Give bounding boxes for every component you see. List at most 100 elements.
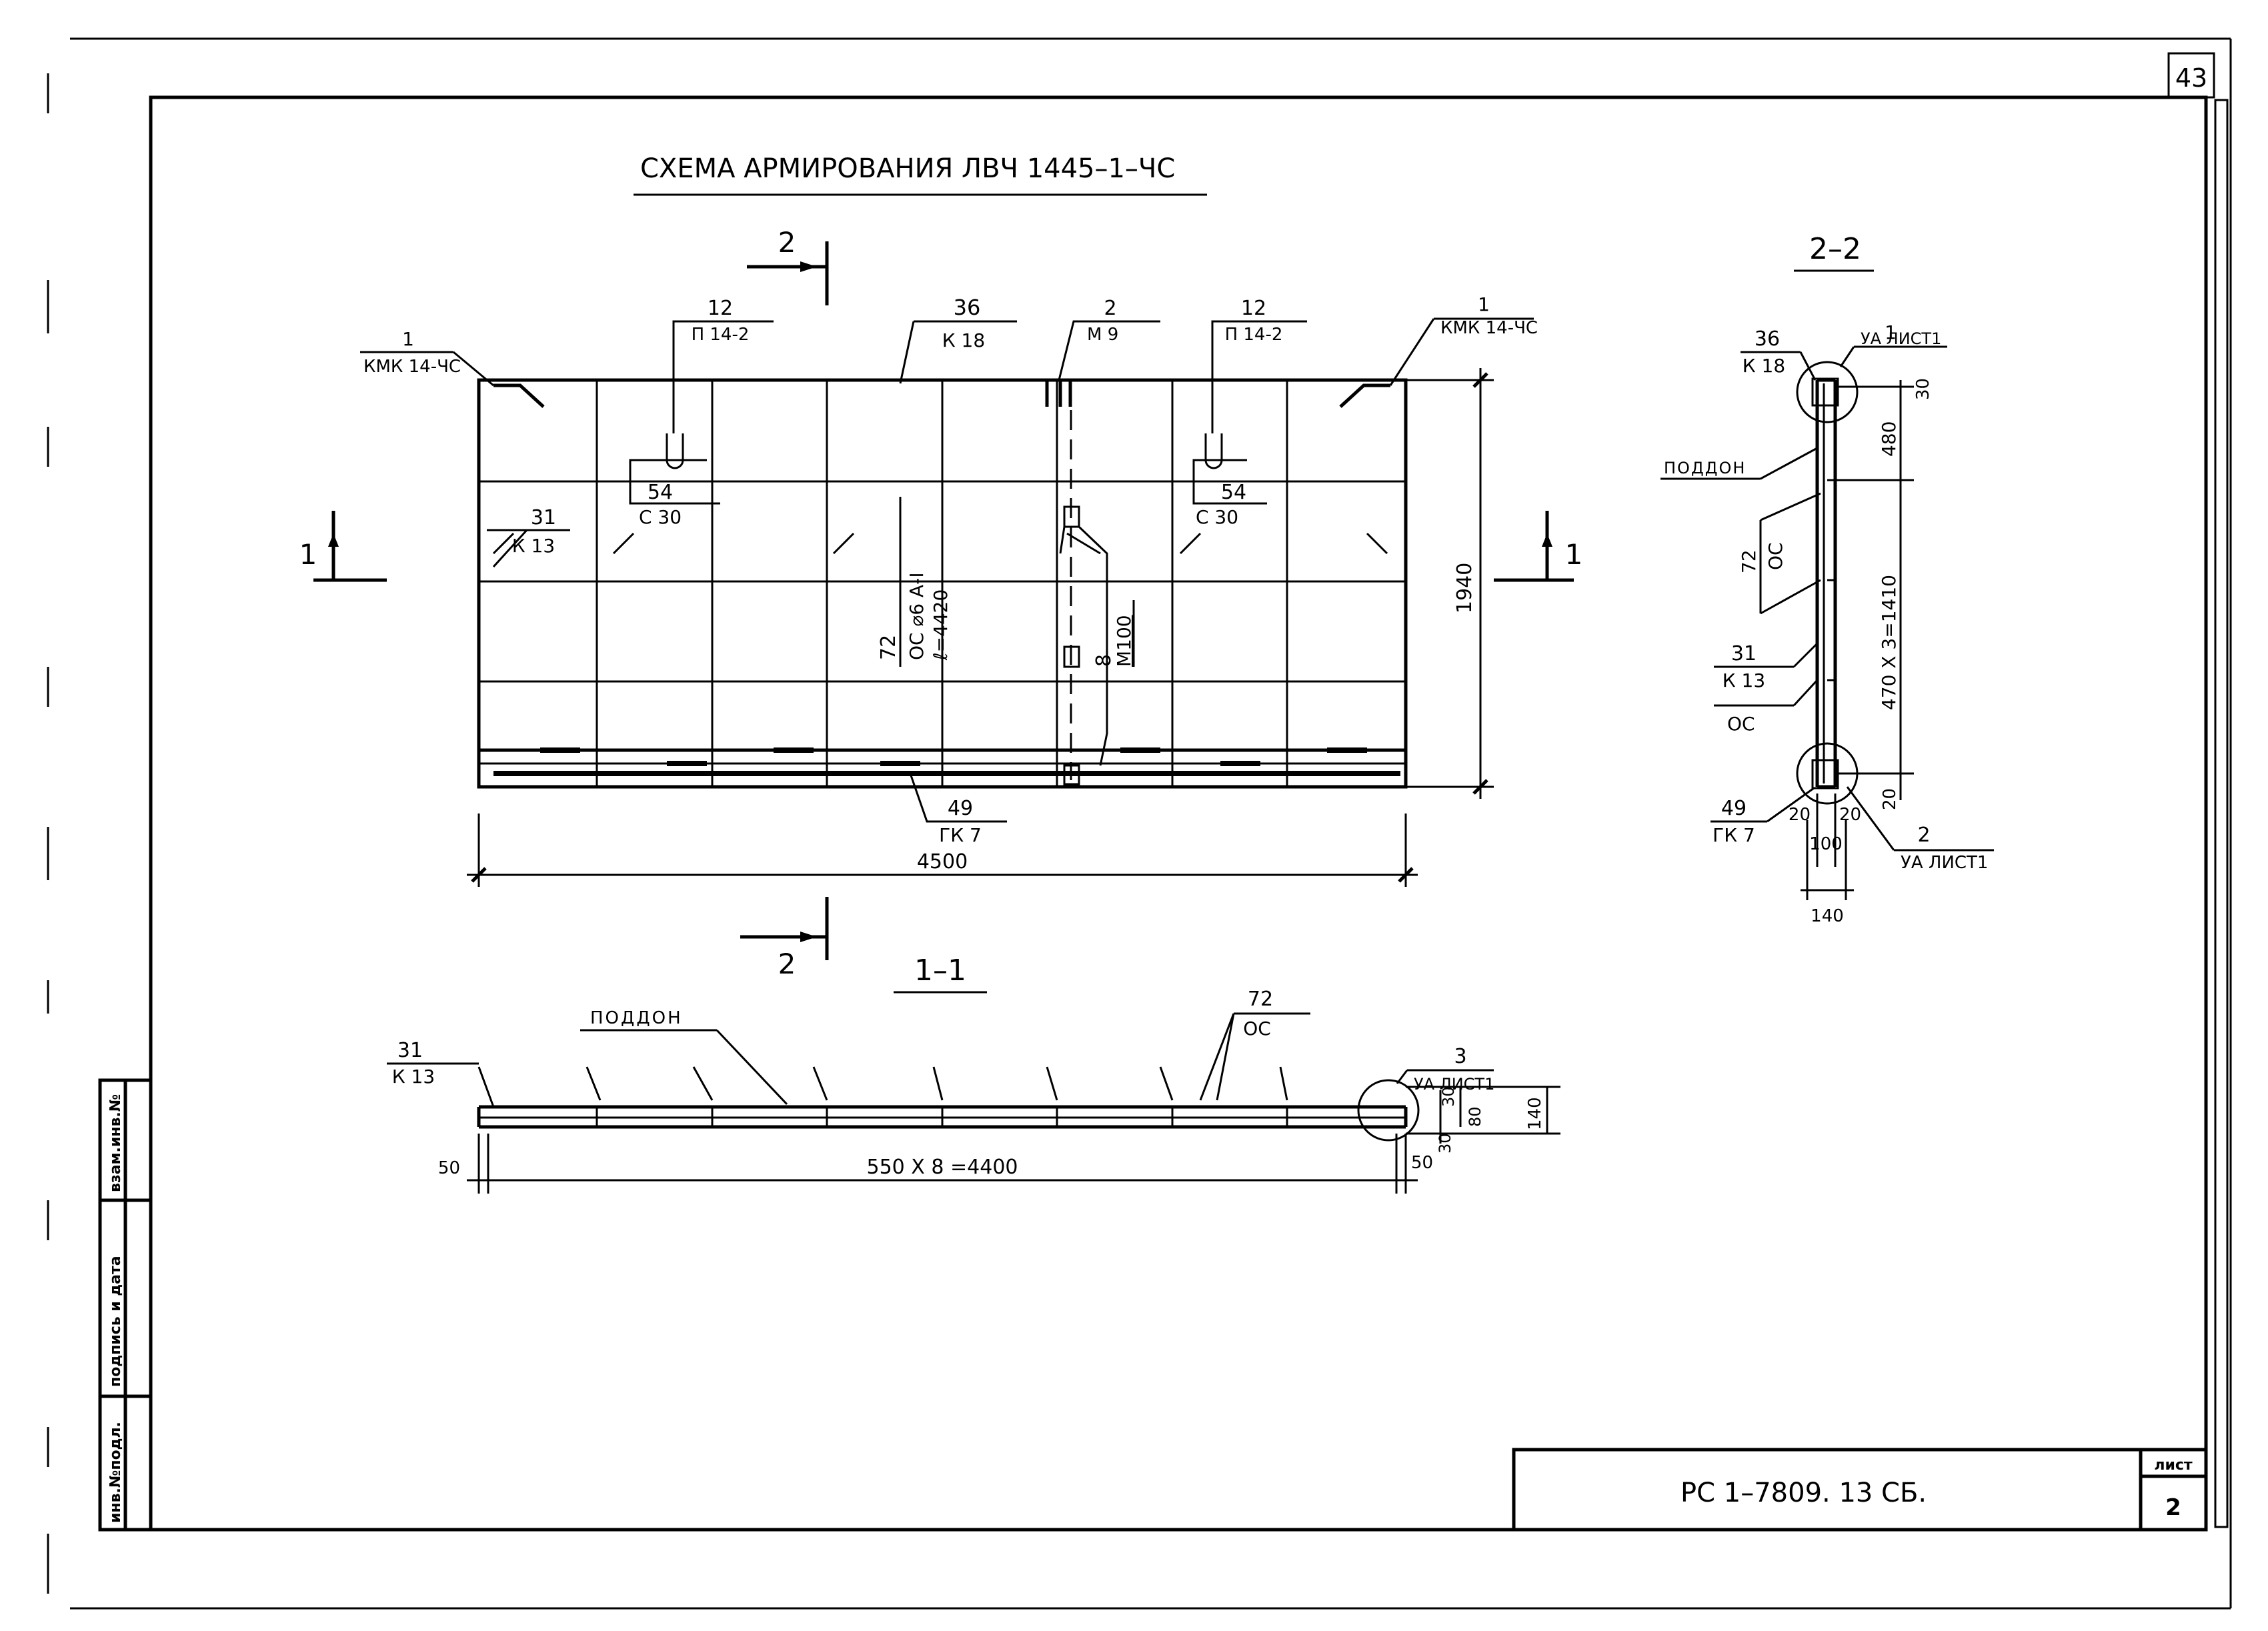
cut-marker-2-bottom: 2	[740, 897, 829, 980]
svg-text:ОС: ОС	[1765, 542, 1787, 570]
margin-stamp: взам.инв.№ подпись и дата инв.№подл.	[98, 1078, 153, 1532]
cut-marker-2-top: 2	[747, 226, 829, 305]
doc-code: РС 1–7809. 13 СБ.	[1680, 1478, 1927, 1508]
section-1-1-title: 1–1	[914, 954, 966, 988]
svg-text:1: 1	[299, 538, 317, 571]
stamp-inv-podl: инв.№подл.	[107, 1422, 124, 1523]
page-number-box: 43	[2167, 52, 2215, 99]
svg-text:ПОДДОН: ПОДДОН	[1664, 459, 1746, 477]
dimension-height: 1940	[1407, 368, 1494, 799]
callout-ua2-22: 2 УА ЛИСТ1	[1846, 786, 1994, 873]
svg-text:140: 140	[1811, 906, 1844, 926]
callout-m100: 8 М100	[1092, 600, 1135, 667]
svg-text:20: 20	[1880, 788, 1900, 810]
callout-kmk-left: 1 КМК 14-ЧС	[360, 328, 494, 387]
svg-text:30: 30	[1913, 378, 1933, 400]
drawing-title-group: СХЕМА АРМИРОВАНИЯ ЛВЧ 1445–1–ЧС	[634, 153, 1207, 196]
svg-text:ГК 7: ГК 7	[1713, 824, 1755, 846]
svg-text:31: 31	[1731, 642, 1757, 665]
svg-text:1: 1	[1885, 321, 1897, 343]
svg-text:470 Х 3=1410: 470 Х 3=1410	[1878, 575, 1900, 710]
section-2-2-title: 2–2	[1809, 232, 1861, 266]
svg-text:49: 49	[1721, 797, 1747, 820]
svg-text:140: 140	[1525, 1097, 1545, 1130]
svg-text:2: 2	[778, 948, 796, 980]
callout-c30-right: 54 С 30	[1192, 459, 1267, 528]
section-1-1-vertical-dims: 30 30 80 140	[1406, 1086, 1560, 1154]
svg-text:31: 31	[397, 1039, 423, 1062]
callout-oc-11: 72 ОС	[1199, 988, 1310, 1101]
svg-text:36: 36	[1755, 327, 1780, 351]
callout-poddon-11: ПОДДОН	[580, 1008, 788, 1106]
svg-text:К 13: К 13	[1723, 669, 1765, 691]
callout-k18-22: 36 К 18	[1741, 327, 1817, 381]
svg-text:С 30: С 30	[1196, 506, 1238, 528]
svg-text:1: 1	[402, 328, 414, 350]
section-2-2-horizontal-dims: 20 20 100 140	[1789, 793, 1861, 926]
svg-text:1: 1	[1478, 293, 1490, 315]
section-2-2-vertical-dims: 30 480 470 Х 3=1410 20	[1835, 378, 1933, 810]
callout-m9: 2 М 9	[1058, 297, 1160, 381]
svg-text:30: 30	[1436, 1133, 1454, 1154]
svg-text:550 Х 8 =4400: 550 Х 8 =4400	[867, 1156, 1018, 1179]
svg-text:20: 20	[1839, 805, 1861, 825]
sheet-label: лист	[2154, 1457, 2193, 1474]
page-number: 43	[2175, 63, 2207, 93]
callout-ua-11: 3 УА ЛИСТ1	[1357, 1045, 1494, 1142]
callout-gk7-22: 49 ГК 7	[1711, 787, 1815, 846]
drawing-title: СХЕМА АРМИРОВАНИЯ ЛВЧ 1445–1–ЧС	[640, 153, 1175, 184]
bottom-mesh-marks	[540, 747, 1367, 766]
section-2-2: 2–2 1 УА ЛИСТ1 36 К 18	[1660, 232, 1994, 926]
svg-text:КМК 14-ЧС: КМК 14-ЧС	[363, 357, 461, 377]
svg-text:12: 12	[1241, 297, 1266, 320]
callout-oc-plan: 72 ОС ⌀6 А-I ℓ=4420	[877, 497, 952, 667]
svg-text:УА ЛИСТ1: УА ЛИСТ1	[1861, 329, 1941, 348]
plan-view: 2 2 1 1 1 КМК 14-ЧС	[299, 226, 1583, 980]
svg-text:3: 3	[1454, 1045, 1466, 1068]
callout-kmk-right: 1 КМК 14-ЧС	[1389, 293, 1538, 386]
callout-poddon-22: ПОДДОН	[1660, 447, 1818, 480]
svg-text:П 14-2: П 14-2	[692, 325, 750, 345]
svg-text:4500: 4500	[917, 850, 968, 874]
callout-k13: 31 К 13	[487, 506, 570, 568]
svg-text:30: 30	[1439, 1086, 1458, 1107]
stamp-podpis: подпись и дата	[107, 1256, 124, 1387]
callout-p14-left: 12 П 14-2	[672, 297, 774, 433]
svg-text:УА ЛИСТ1: УА ЛИСТ1	[1414, 1075, 1494, 1094]
cut-marker-1-right: 1	[1494, 511, 1582, 582]
svg-text:50: 50	[1411, 1153, 1433, 1173]
svg-text:31: 31	[531, 506, 556, 529]
svg-text:М100: М100	[1113, 615, 1135, 667]
svg-text:ОС: ОС	[1243, 1018, 1271, 1040]
svg-text:К 18: К 18	[942, 329, 985, 351]
svg-text:72: 72	[1738, 549, 1760, 573]
svg-text:КМК 14-ЧС: КМК 14-ЧС	[1440, 318, 1538, 338]
callout-k13-11: 31 К 13	[387, 1039, 479, 1088]
svg-text:54: 54	[1221, 481, 1246, 504]
svg-text:2: 2	[1917, 824, 1930, 847]
svg-text:ГК 7: ГК 7	[939, 824, 982, 846]
svg-text:ℓ=4420: ℓ=4420	[930, 589, 952, 661]
cut-marker-1-left: 1	[299, 511, 387, 582]
svg-text:72: 72	[877, 635, 900, 660]
svg-text:36: 36	[954, 295, 981, 320]
svg-text:49: 49	[948, 797, 973, 820]
svg-text:ОС: ОС	[1727, 713, 1755, 735]
callout-c30-left: 54 С 30	[629, 459, 720, 528]
svg-text:ПОДДОН: ПОДДОН	[590, 1008, 683, 1028]
callout-ua1-22: 1 УА ЛИСТ1	[1839, 321, 1947, 367]
callout-oc-22: 72 ОС	[1738, 492, 1821, 615]
svg-text:П 14-2: П 14-2	[1225, 325, 1283, 345]
svg-text:1940: 1940	[1453, 563, 1476, 613]
callout-oc2-22: ОС	[1714, 679, 1819, 735]
svg-text:С 30: С 30	[639, 506, 682, 528]
svg-text:80: 80	[1466, 1106, 1484, 1127]
callout-p14-right: 12 П 14-2	[1211, 297, 1307, 433]
section-1-1: 1–1 ПОДДОН	[387, 954, 1560, 1194]
svg-text:К 13: К 13	[512, 535, 555, 557]
svg-text:ОС ⌀6 А-I: ОС ⌀6 А-I	[906, 572, 928, 660]
callout-gk7: 49 ГК 7	[909, 773, 1007, 846]
dimension-width: 4500	[467, 813, 1418, 887]
callout-k13-22: 31 К 13	[1714, 642, 1819, 691]
